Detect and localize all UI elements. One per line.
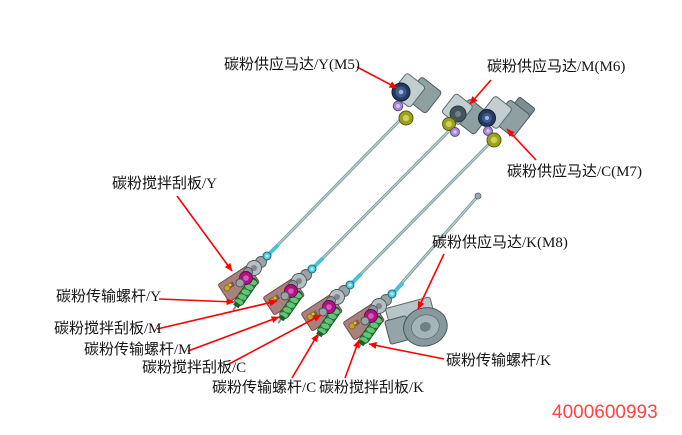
label-toner-transport-screw-y: 碳粉传输螺杆/Y bbox=[56, 289, 162, 305]
callout-arrow-screw-y bbox=[158, 298, 235, 306]
label-toner-agitator-scraper-m: 碳粉搅拌刮板/M bbox=[54, 321, 162, 337]
callout-arrow-screw-m bbox=[187, 316, 280, 352]
callout-arrow-motor-m bbox=[469, 79, 492, 105]
toner-supply-motor-m5-illustration bbox=[391, 73, 442, 126]
label-toner-transport-screw-k: 碳粉传输螺杆/K bbox=[446, 353, 552, 369]
callout-arrow-scraper-c bbox=[226, 314, 322, 366]
label-toner-supply-motor-m: 碳粉供应马达/M(M6) bbox=[487, 59, 626, 75]
label-toner-supply-motor-y: 碳粉供应马达/Y(M5) bbox=[224, 57, 360, 73]
part-number: 4000600993 bbox=[552, 402, 658, 423]
callout-arrow-motor-y bbox=[356, 66, 398, 89]
label-toner-agitator-scraper-c: 碳粉搅拌刮板/C bbox=[142, 360, 247, 376]
callout-arrow-scraper-y bbox=[176, 195, 233, 272]
callout-arrow-screw-k bbox=[368, 342, 445, 360]
label-toner-transport-screw-c: 碳粉传输螺杆/C bbox=[212, 380, 317, 396]
label-toner-supply-motor-c: 碳粉供应马达/C(M7) bbox=[507, 164, 643, 180]
label-toner-agitator-scraper-k: 碳粉搅拌刮板/K bbox=[319, 380, 425, 396]
callout-arrow-motor-k bbox=[417, 253, 445, 310]
callout-arrow-motor-c bbox=[506, 128, 537, 161]
developer-assembly-c bbox=[299, 280, 355, 344]
callout-arrow-scraper-k bbox=[344, 339, 360, 379]
drive-shaft-y bbox=[265, 111, 409, 258]
callout-arrow-scraper-m bbox=[156, 299, 278, 330]
toner-supply-motor-m8-illustration bbox=[384, 296, 448, 347]
label-toner-transport-screw-m: 碳粉传输螺杆/M bbox=[84, 342, 192, 358]
toner-supply-motor-m6-illustration bbox=[441, 93, 490, 137]
toner-supply-motor-m7-illustration bbox=[478, 96, 536, 148]
callout-arrow-screw-c bbox=[291, 333, 319, 379]
drive-shaft-c bbox=[348, 138, 495, 287]
label-toner-agitator-scraper-y: 碳粉搅拌刮板/Y bbox=[112, 176, 218, 192]
label-toner-supply-motor-k: 碳粉供应马达/K(M8) bbox=[432, 235, 568, 251]
